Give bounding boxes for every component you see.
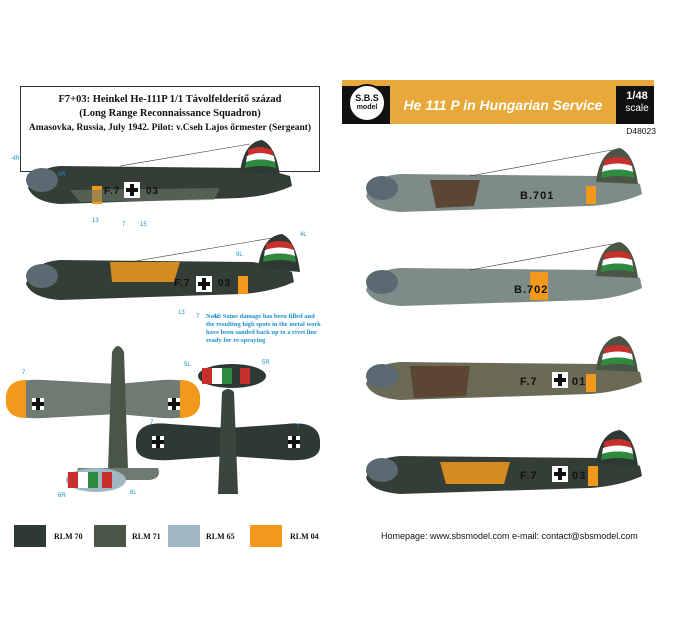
marking-7-top: 7 [22, 370, 26, 376]
right-aircraft-1 [366, 148, 642, 212]
caption-line-1: F7+03: Heinkel He-111P 1/1 Távolfelderít… [58, 94, 282, 105]
right-aircraft-2-code: B.702 [514, 284, 549, 296]
marking-9r: 9R [58, 172, 66, 178]
banner-top-stripe [342, 80, 654, 86]
swatch-rlm65 [168, 525, 200, 547]
right-aircraft-1-code: B.701 [520, 190, 555, 202]
scale-label: 1/48 scale [620, 90, 654, 115]
aircraft-1-side-view [26, 140, 292, 204]
marking-7: 7 [122, 222, 126, 228]
swatch-rlm70-label: RLM 70 [54, 532, 83, 541]
swatch-rlm04-label: RLM 04 [290, 532, 319, 541]
marking-9l: 9L [236, 252, 243, 258]
marking-7-bottom-right: 7 [296, 424, 300, 430]
right-aircraft-2 [366, 242, 642, 306]
logo-line-1: S.B.S [355, 93, 379, 103]
marking-6l: 6L [130, 490, 137, 496]
right-aircraft-3-code-right: 01 [572, 376, 587, 388]
sheet-title: He 111 P in Hungarian Service [403, 97, 603, 113]
marking-5r: 5R [262, 360, 270, 366]
marking-4r: 4R [12, 156, 20, 162]
marking-6r: 6R [58, 493, 66, 499]
right-aircraft-4-code-left: F.7 [520, 470, 538, 482]
damage-note: Note: Some damage has been filled and th… [206, 313, 321, 344]
marking-4l: 4L [300, 232, 307, 238]
product-code: D48023 [626, 126, 656, 136]
scale-word: scale [625, 103, 649, 114]
marking-7b: 7 [196, 314, 200, 320]
right-aircraft-3-code-left: F.7 [520, 376, 538, 388]
footer-contact: Homepage: www.sbsmodel.com e-mail: conta… [381, 531, 638, 541]
sbs-logo: S.B.S model [348, 84, 386, 122]
right-aircraft-4 [366, 430, 642, 494]
right-aircraft-4-code-right: 03 [572, 470, 587, 482]
aircraft-1-code-left: F.7 [104, 186, 121, 197]
swatch-rlm04 [250, 525, 282, 547]
marking-5l: 5L [184, 362, 191, 368]
scale-value: 1/48 [626, 90, 648, 102]
marking-13: 13 [92, 218, 99, 224]
marking-13b: 13 [178, 310, 185, 316]
caption-line-3: Amasovka, Russia, July 1942. Pilot: v.Cs… [28, 123, 312, 133]
swatch-rlm70 [14, 525, 46, 547]
swatch-rlm71 [94, 525, 126, 547]
caption-line-2: (Long Range Reconnaissance Squadron) [79, 108, 261, 119]
marking-15b: 15 [214, 314, 221, 320]
aircraft-2-code-right: 03 [218, 278, 232, 289]
bottom-view [136, 364, 320, 494]
right-aircraft-3 [366, 336, 642, 400]
aircraft-2-side-view [26, 234, 300, 300]
top-view [6, 346, 200, 492]
logo-line-2: model [356, 104, 378, 111]
swatch-rlm65-label: RLM 65 [206, 532, 235, 541]
title-background [390, 86, 616, 124]
aircraft-2-code-left: F.7 [174, 278, 191, 289]
marking-15: 15 [140, 222, 147, 228]
aircraft-1-code-right: 03 [146, 186, 160, 197]
swatch-rlm71-label: RLM 71 [132, 532, 161, 541]
marking-7-bottom-left: 7 [150, 420, 154, 426]
